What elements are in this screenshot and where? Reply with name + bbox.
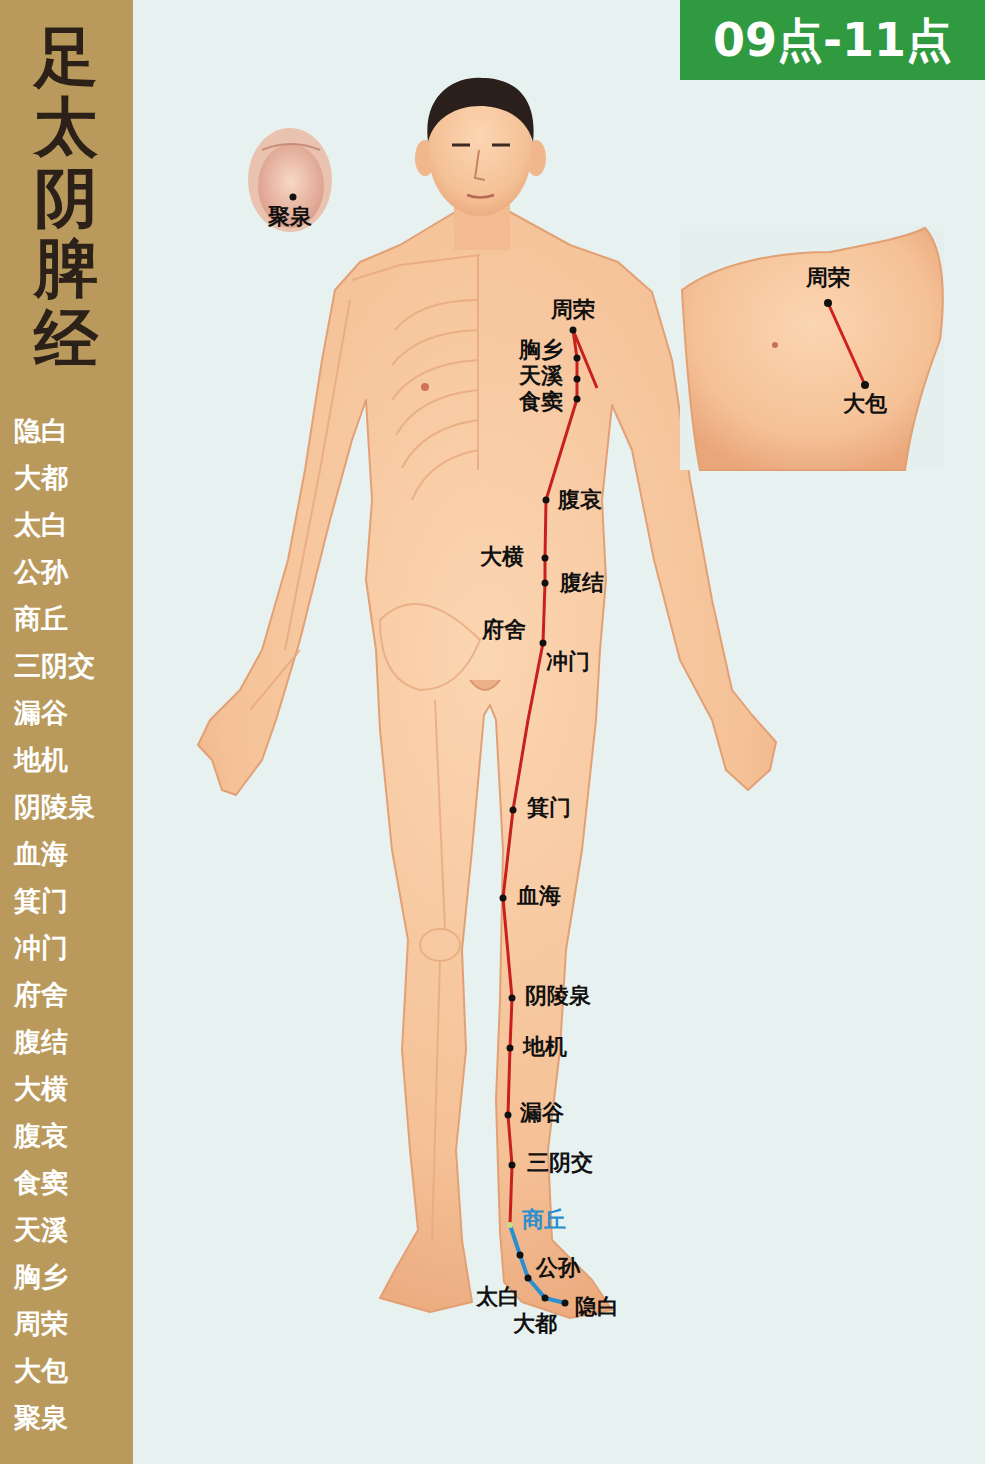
hair	[427, 78, 533, 142]
acupoint-label: 天溪	[519, 364, 563, 387]
mouth	[467, 195, 494, 198]
time-text: 09点-11点	[713, 15, 952, 66]
point-name: 大都	[14, 462, 68, 493]
tongue-line	[262, 144, 320, 150]
point-name: 大横	[14, 1073, 68, 1104]
acupoint-label: 血海	[517, 884, 561, 907]
point-name: 腹哀	[14, 1120, 68, 1151]
point-name: 漏谷	[14, 697, 68, 728]
acupoint-label: 隐白	[575, 1295, 619, 1318]
acupoint-dot	[507, 1222, 513, 1228]
acupoint-label: 箕门	[527, 796, 571, 819]
figure-part	[432, 700, 445, 1240]
figure-part	[412, 450, 478, 500]
acupoint-dot	[824, 299, 832, 307]
figure-part	[250, 300, 350, 710]
tongue	[258, 144, 324, 228]
mouth-inset	[248, 128, 332, 232]
figure-part	[540, 640, 547, 647]
point-name: 腹结	[14, 1026, 68, 1057]
point-name: 聚泉	[14, 1402, 68, 1433]
skeleton-overlay	[250, 255, 480, 1240]
point-name: 食窦	[14, 1167, 68, 1198]
point-name: 周荣	[14, 1308, 68, 1339]
figure-part	[570, 327, 577, 334]
nipple	[421, 383, 429, 391]
figure-part	[574, 396, 581, 403]
figure-part	[395, 300, 478, 330]
point-name: 太白	[14, 509, 68, 540]
acupoint-label: 食窦	[519, 390, 563, 413]
point-name: 三阴交	[14, 650, 95, 681]
acupoint-label: 商丘	[522, 1208, 566, 1231]
acupoint-label: 周荣	[551, 298, 595, 321]
meridian-line	[503, 330, 597, 1225]
acupoint-label: 腹结	[560, 571, 604, 594]
eyes	[452, 144, 510, 147]
nose	[475, 150, 485, 180]
figure-part	[510, 807, 517, 814]
figure-part	[392, 330, 478, 365]
acupoint-label: 漏谷	[520, 1101, 564, 1124]
figure-part	[396, 390, 478, 435]
acupoint-label: 胸乡	[519, 338, 563, 361]
acupoint-label: 大都	[513, 1312, 557, 1335]
acupoint-label: 府舍	[482, 618, 526, 641]
acupoint-dot	[861, 381, 869, 389]
figure-part	[392, 360, 478, 400]
point-name: 胸乡	[14, 1261, 68, 1292]
figure-part	[542, 1295, 549, 1302]
figure-part	[509, 1162, 516, 1169]
acupoint-dot	[290, 194, 297, 201]
acupoint-label: 大横	[480, 545, 524, 568]
figure-part	[574, 376, 581, 383]
figure-part	[380, 604, 480, 690]
groin	[470, 680, 500, 690]
figure-part	[542, 580, 549, 587]
figure-part	[543, 497, 550, 504]
acupoint-label: 周荣	[806, 266, 850, 289]
time-box: 09点-11点	[680, 0, 985, 80]
acupoint-label: 冲门	[546, 650, 590, 673]
point-name: 阴陵泉	[14, 791, 95, 822]
acupoint-label: 阴陵泉	[525, 984, 591, 1007]
inset-frame	[680, 225, 945, 470]
figure-part	[507, 1045, 514, 1052]
point-name: 隐白	[14, 415, 68, 446]
nipple	[772, 342, 778, 348]
point-name: 天溪	[14, 1214, 68, 1245]
figure-part	[500, 895, 507, 902]
acupoint-label: 地机	[523, 1035, 567, 1058]
figure-part	[402, 420, 478, 468]
figure-part	[352, 255, 480, 280]
point-name: 地机	[14, 744, 68, 775]
figure-part	[562, 1300, 569, 1307]
acupoint-label: 公孙	[536, 1256, 580, 1279]
point-name: 商丘	[14, 603, 68, 634]
acupoint-label: 聚泉	[268, 205, 312, 228]
point-name: 公孙	[14, 556, 68, 587]
chest-inset	[682, 228, 943, 470]
point-name: 血海	[14, 838, 68, 869]
meridian-line	[828, 303, 865, 385]
point-name: 箕门	[14, 885, 68, 916]
figure-part	[574, 355, 581, 362]
figure-part	[525, 1275, 532, 1282]
title: 足太阴脾经	[34, 22, 98, 374]
acupoint-label: 大包	[843, 392, 887, 415]
figure-part	[420, 929, 460, 961]
figure-part	[505, 1112, 512, 1119]
point-name: 冲门	[14, 932, 68, 963]
acupoint-label: 腹哀	[558, 488, 602, 511]
acupoint-label: 太白	[476, 1285, 520, 1308]
figure-part	[477, 255, 479, 470]
figure-part	[517, 1252, 524, 1259]
figure-part	[509, 995, 516, 1002]
point-name: 大包	[14, 1355, 68, 1386]
figure-part	[542, 555, 549, 562]
point-name: 府舍	[14, 979, 68, 1010]
acupoint-label: 三阴交	[527, 1151, 593, 1174]
